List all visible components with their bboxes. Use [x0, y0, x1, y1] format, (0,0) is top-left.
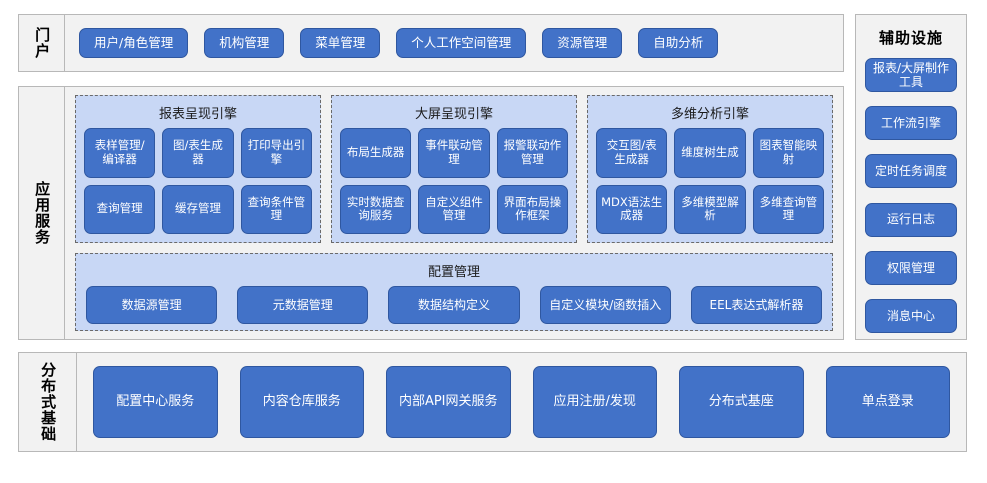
config-custom-module-function[interactable]: 自定义模块/函数插入 [539, 286, 671, 324]
portal-item-menu[interactable]: 菜单管理 [300, 28, 381, 58]
base-internal-api-gateway-service[interactable]: 内部API网关服务 [386, 366, 511, 438]
application-services-body: 报表呈现引擎 表样管理/编译器 图/表生成器 打印导出引擎 查询管理 缓存管理 … [65, 87, 843, 339]
config-management-group: 配置管理 数据源管理 元数据管理 数据结构定义 自定义模块/函数插入 EEL表达… [75, 253, 833, 331]
aux-facilities-title: 辅助设施 [878, 29, 943, 47]
portal-section-label: 门户 [19, 15, 65, 71]
engine-group-bigscreen: 大屏呈现引擎 布局生成器 事件联动管理 报警联动作管理 实时数据查询服务 自定义… [331, 95, 577, 243]
engine-group-report-title: 报表呈现引擎 [158, 107, 237, 122]
portal-label-text: 门户 [33, 27, 52, 59]
portal-item-org[interactable]: 机构管理 [204, 28, 285, 58]
portal-items-row: 用户/角色管理 机构管理 菜单管理 个人工作空间管理 资源管理 自助分析 [65, 15, 843, 71]
config-metadata-management[interactable]: 元数据管理 [237, 286, 369, 324]
aux-report-bigscreen-tool[interactable]: 报表/大屏制作工具 [865, 58, 957, 92]
aux-runtime-log[interactable]: 运行日志 [865, 202, 957, 237]
olap-multidim-query-management[interactable]: 多维查询管理 [752, 184, 824, 234]
portal-section: 门户 用户/角色管理 机构管理 菜单管理 个人工作空间管理 资源管理 自助分析 [18, 14, 844, 72]
report-query-management[interactable]: 查询管理 [84, 184, 156, 234]
engine-group-bigscreen-grid: 布局生成器 事件联动管理 报警联动作管理 实时数据查询服务 自定义组件管理 界面… [340, 128, 568, 234]
base-app-registry-discovery[interactable]: 应用注册/发现 [532, 366, 657, 438]
aux-workflow-engine[interactable]: 工作流引擎 [865, 106, 957, 141]
bigscreen-event-linkage-management[interactable]: 事件联动管理 [418, 128, 490, 178]
base-distributed-foundation[interactable]: 分布式基座 [679, 366, 804, 438]
aux-scheduled-task[interactable]: 定时任务调度 [865, 154, 957, 189]
application-services-label-text: 应用服务 [33, 181, 52, 245]
bigscreen-alarm-action-management[interactable]: 报警联动作管理 [496, 128, 568, 178]
application-services-section: 应用服务 报表呈现引擎 表样管理/编译器 图/表生成器 打印导出引擎 查询管理 … [18, 86, 844, 340]
bigscreen-custom-component-management[interactable]: 自定义组件管理 [418, 184, 490, 234]
report-cache-management[interactable]: 缓存管理 [162, 184, 234, 234]
base-config-center-service[interactable]: 配置中心服务 [93, 366, 218, 438]
report-chart-generator[interactable]: 图/表生成器 [162, 128, 234, 178]
distributed-base-label-text: 分布式基础 [39, 362, 58, 442]
distributed-base-label: 分布式基础 [19, 353, 77, 451]
olap-mdx-syntax-generator[interactable]: MDX语法生成器 [596, 184, 668, 234]
portal-item-resource[interactable]: 资源管理 [542, 28, 623, 58]
engine-group-report-grid: 表样管理/编译器 图/表生成器 打印导出引擎 查询管理 缓存管理 查询条件管理 [84, 128, 312, 234]
olap-dimension-tree-generation[interactable]: 维度树生成 [674, 128, 746, 178]
engine-group-report: 报表呈现引擎 表样管理/编译器 图/表生成器 打印导出引擎 查询管理 缓存管理 … [75, 95, 321, 243]
distributed-base-items-row: 配置中心服务 内容仓库服务 内部API网关服务 应用注册/发现 分布式基座 单点… [77, 353, 966, 451]
bigscreen-realtime-data-query-service[interactable]: 实时数据查询服务 [340, 184, 412, 234]
bigscreen-ui-layout-framework[interactable]: 界面布局操作框架 [496, 184, 568, 234]
engine-group-bigscreen-title: 大屏呈现引擎 [414, 107, 493, 122]
olap-chart-smart-mapping[interactable]: 图表智能映射 [752, 128, 824, 178]
aux-message-center[interactable]: 消息中心 [865, 298, 957, 333]
portal-item-self-analysis[interactable]: 自助分析 [638, 28, 719, 58]
report-query-condition-management[interactable]: 查询条件管理 [240, 184, 312, 234]
engine-group-olap: 多维分析引擎 交互图/表生成器 维度树生成 图表智能映射 MDX语法生成器 多维… [587, 95, 833, 243]
report-print-export-engine[interactable]: 打印导出引擎 [240, 128, 312, 178]
config-data-structure-definition[interactable]: 数据结构定义 [388, 286, 520, 324]
base-content-repository-service[interactable]: 内容仓库服务 [239, 366, 364, 438]
base-single-sign-on[interactable]: 单点登录 [825, 366, 950, 438]
aux-permission-management[interactable]: 权限管理 [865, 250, 957, 285]
engine-group-olap-grid: 交互图/表生成器 维度树生成 图表智能映射 MDX语法生成器 多维模型解析 多维… [596, 128, 824, 234]
olap-multidim-model-parsing[interactable]: 多维模型解析 [674, 184, 746, 234]
aux-facilities-section: 辅助设施 报表/大屏制作工具 工作流引擎 定时任务调度 运行日志 权限管理 消息… [855, 14, 967, 340]
aux-facilities-list: 报表/大屏制作工具 工作流引擎 定时任务调度 运行日志 权限管理 消息中心 [856, 58, 966, 335]
application-services-label: 应用服务 [19, 87, 65, 339]
config-eel-expression-parser[interactable]: EEL表达式解析器 [690, 286, 823, 324]
report-template-manager[interactable]: 表样管理/编译器 [84, 128, 156, 178]
config-management-row: 数据源管理 元数据管理 数据结构定义 自定义模块/函数插入 EEL表达式解析器 [86, 286, 823, 324]
distributed-base-section: 分布式基础 配置中心服务 内容仓库服务 内部API网关服务 应用注册/发现 分布… [18, 352, 967, 452]
bigscreen-layout-generator[interactable]: 布局生成器 [340, 128, 412, 178]
config-datasource-management[interactable]: 数据源管理 [86, 286, 218, 324]
olap-interactive-chart-generator[interactable]: 交互图/表生成器 [596, 128, 668, 178]
config-management-title: 配置管理 [427, 265, 480, 280]
engine-groups-row: 报表呈现引擎 表样管理/编译器 图/表生成器 打印导出引擎 查询管理 缓存管理 … [75, 95, 833, 243]
portal-item-user-role[interactable]: 用户/角色管理 [79, 28, 189, 58]
portal-item-workspace[interactable]: 个人工作空间管理 [396, 28, 527, 58]
engine-group-olap-title: 多维分析引擎 [670, 107, 749, 122]
